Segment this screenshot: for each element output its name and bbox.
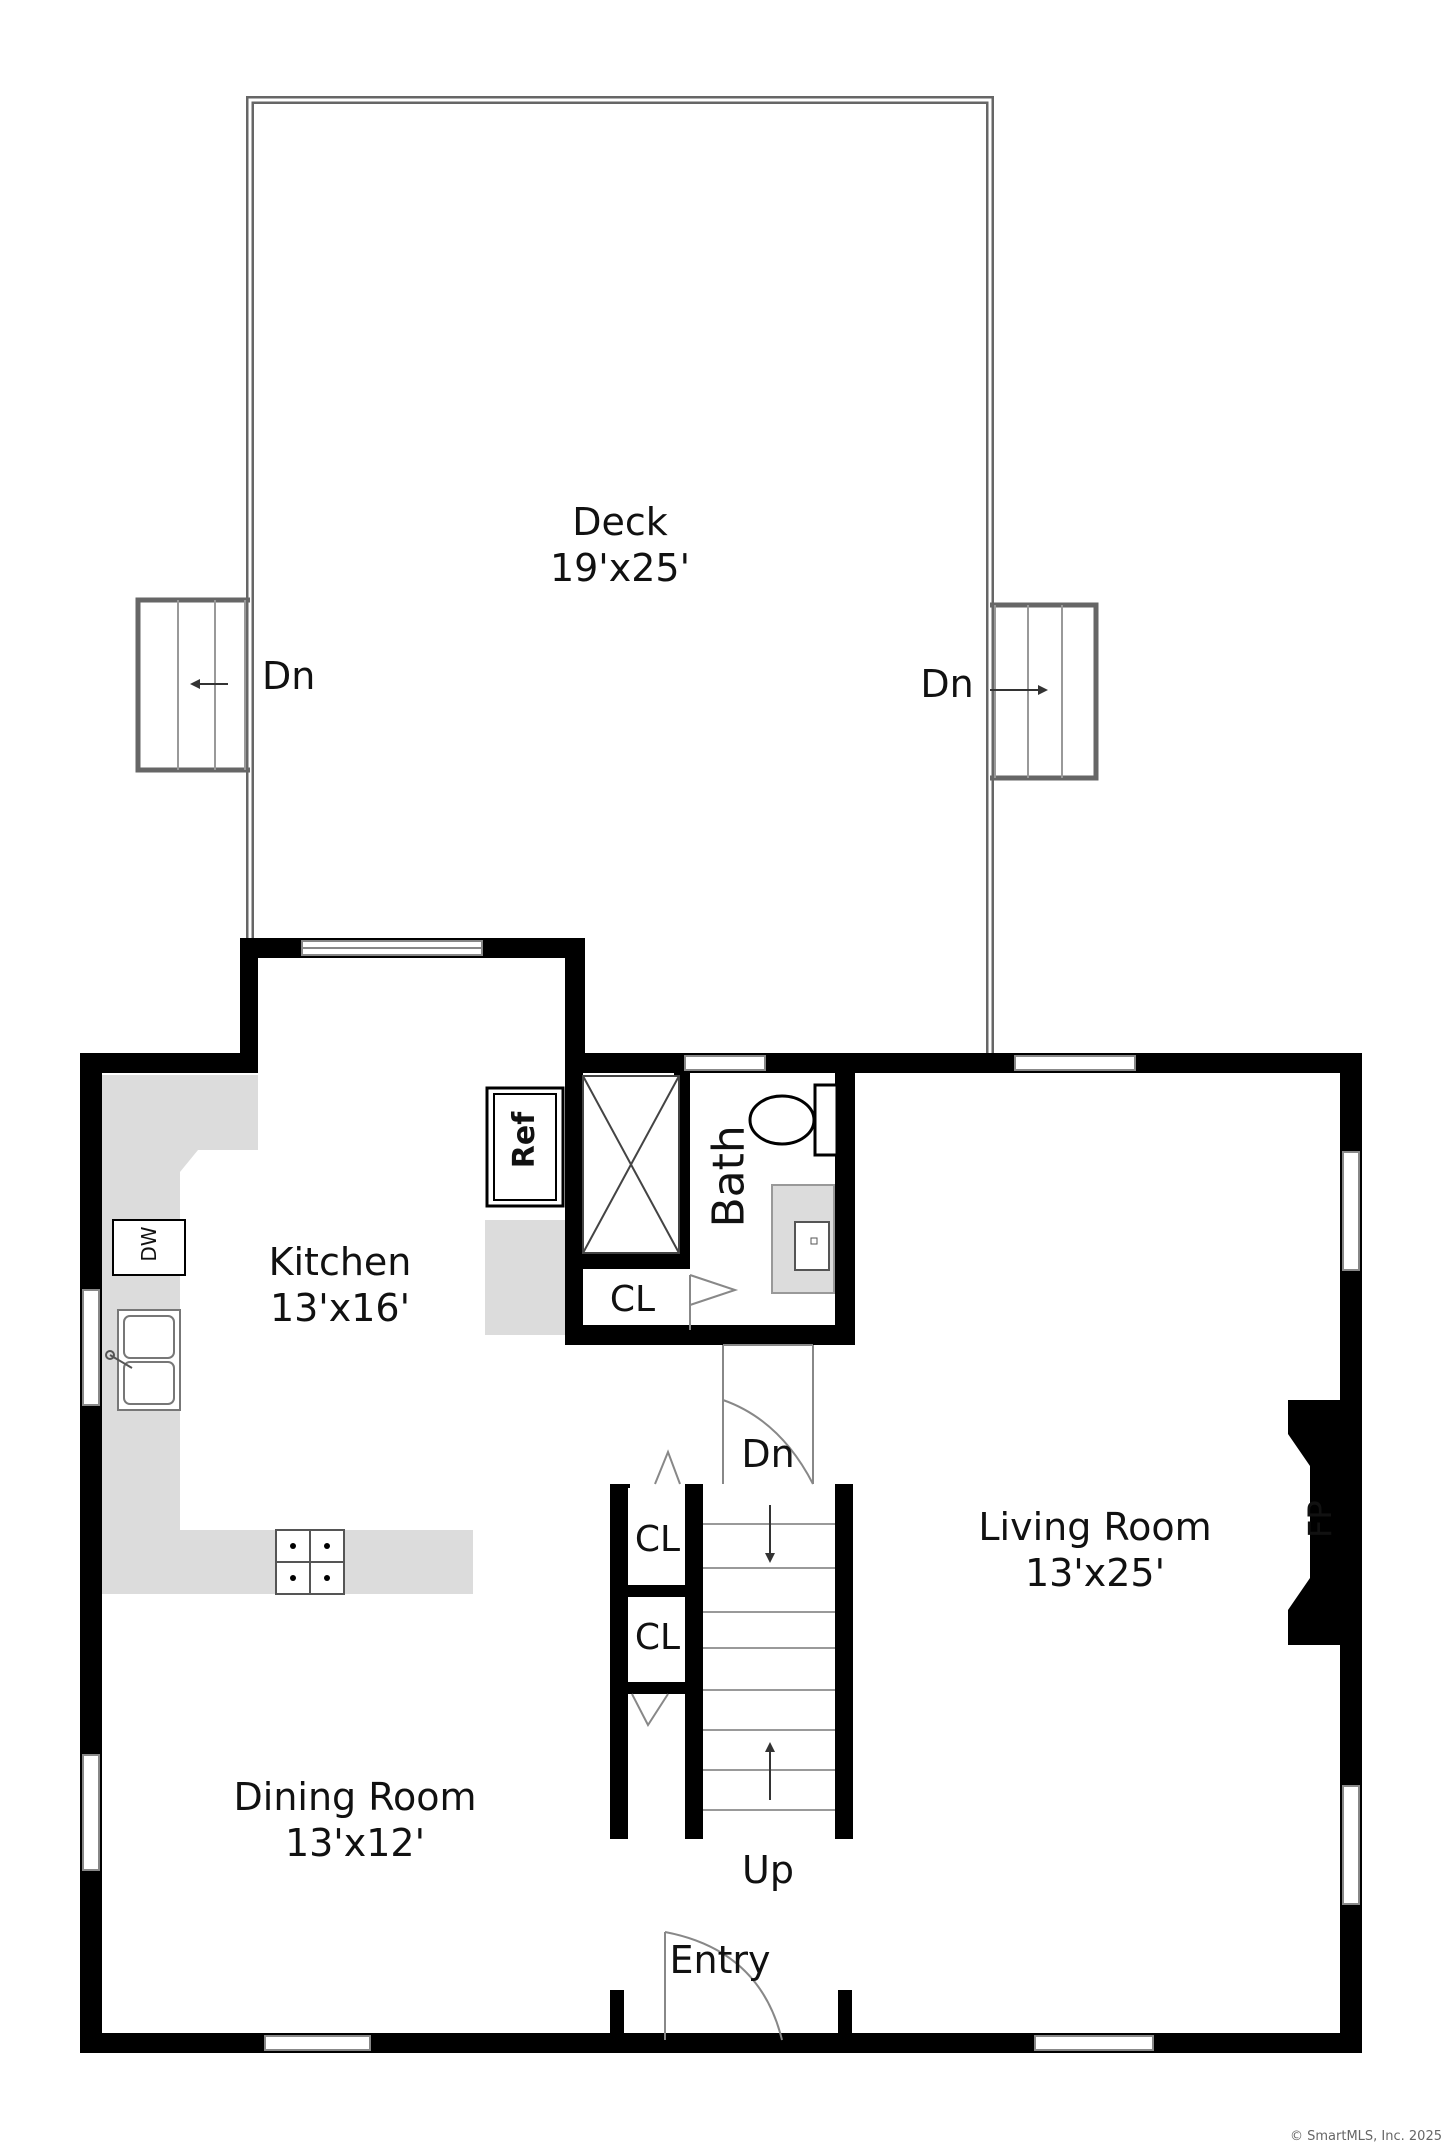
lower-closet-label: CL: [634, 1617, 681, 1658]
entry-label: Entry: [669, 1938, 771, 1982]
dining-room-name: Dining Room: [233, 1775, 477, 1819]
living-room-name: Living Room: [978, 1505, 1212, 1549]
dining-room-size: 13'x12': [284, 1820, 426, 1865]
living-room-size: 13'x25': [1024, 1550, 1166, 1595]
bath-label: Bath: [703, 1125, 755, 1228]
deck-label: Deck 19'x25': [520, 500, 720, 591]
deck-steps-right: [990, 602, 1099, 781]
walls: [80, 938, 1362, 2053]
windows: [82, 940, 1360, 2051]
fireplace-label: FP: [1300, 1500, 1339, 1539]
deck-steps-left-label: Dn: [262, 654, 316, 698]
kitchen-name: Kitchen: [268, 1240, 412, 1284]
kitchen-label: Kitchen 13'x16': [240, 1240, 440, 1331]
living-room-label: Living Room 13'x25': [960, 1505, 1230, 1596]
toilet: [748, 1083, 839, 1157]
upper-closet-label: CL: [634, 1519, 681, 1560]
refrigerator: [485, 1086, 565, 1208]
stairs-down-label: Dn: [741, 1432, 795, 1476]
deck-steps-left: [135, 597, 250, 773]
bath-closet-label: CL: [609, 1279, 656, 1320]
dishwasher: [112, 1219, 186, 1276]
staircase: [703, 1505, 835, 1811]
deck-size: 19'x25': [549, 545, 691, 590]
stairs-up-label: Up: [742, 1848, 794, 1892]
dishwasher-label: DW: [137, 1226, 161, 1262]
kitchen-sink: [105, 1309, 181, 1411]
copyright-text: © SmartMLS, Inc. 2025: [1289, 2129, 1442, 2144]
doors: [631, 1274, 814, 2041]
kitchen-size: 13'x16': [269, 1285, 411, 1330]
bath-sink: [794, 1221, 830, 1271]
deck-area: [135, 96, 1099, 1060]
dining-room-label: Dining Room 13'x12': [220, 1775, 490, 1866]
cooktop: [275, 1529, 345, 1595]
shower: [582, 1075, 680, 1254]
refrigerator-label: Ref: [507, 1111, 542, 1169]
deck-name: Deck: [572, 500, 668, 544]
deck-steps-right-label: Dn: [920, 662, 974, 706]
